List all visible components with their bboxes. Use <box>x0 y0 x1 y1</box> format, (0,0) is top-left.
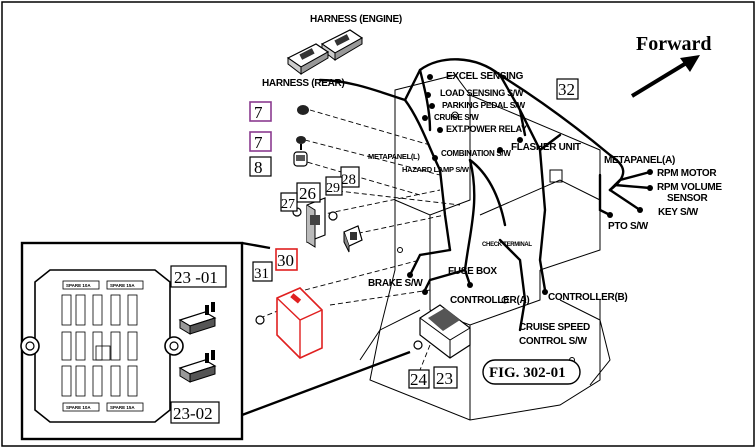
label-key-sw: KEY S/W <box>658 207 699 218</box>
callout-30: 30 <box>277 251 294 270</box>
fuse-23-02 <box>178 350 217 383</box>
engine-harness-plug <box>320 29 364 62</box>
connector-dots <box>407 74 653 295</box>
callout-26: 26 <box>299 184 316 203</box>
label-rpm-motor: RPM MOTOR <box>657 168 717 179</box>
callout-23-02: 23-02 <box>173 404 213 423</box>
label-metapanel-a: METAPANEL(A) <box>604 155 675 166</box>
label-controller-b: CONTROLLER(B) <box>548 292 627 303</box>
label-flasher-unit: FLASHER UNIT <box>511 142 581 153</box>
label-cruise-speed: CRUISE SPEED <box>519 322 590 333</box>
callout-8: 8 <box>254 158 263 177</box>
label-parking-pedal: PARKING PEDAL S/W <box>442 100 526 110</box>
fuse-23-01 <box>178 302 217 335</box>
figure-label: FIG. 302-01 <box>489 365 566 381</box>
rear-harness-plug <box>286 43 330 76</box>
label-hazard-lamp: HAZARD LAMP S/W <box>402 165 470 174</box>
label-pto-sw: PTO S/W <box>608 221 649 232</box>
callout-32: 32 <box>558 80 575 99</box>
forward-arrow-icon <box>630 55 700 98</box>
bolt-part-24 <box>413 340 423 350</box>
fuse-label-bottom-left: SPARE 10A <box>66 405 91 410</box>
callout-27: 27 <box>281 197 295 212</box>
label-metapanel-l: METAPANEL(L) <box>368 152 420 161</box>
callout-29: 29 <box>326 181 340 196</box>
wiring-harness <box>318 58 652 332</box>
label-ext-power-relay: EXT.POWER RELAY <box>446 124 527 134</box>
callout-28: 28 <box>341 172 356 188</box>
grommet-part-7 <box>297 105 309 115</box>
relay-part-26 <box>306 197 326 248</box>
screw-part-29 <box>328 211 338 221</box>
label-load-sensing: LOAD SENSING S/W <box>440 88 524 98</box>
label-control-sw: CONTROL S/W <box>519 336 587 347</box>
switch-part-8 <box>293 136 308 167</box>
label-combination-sw: COMBINATION S/W <box>441 149 511 158</box>
label-brake-sw: BRAKE S/W <box>368 278 423 289</box>
relay-part-28 <box>343 225 363 253</box>
callout-31: 31 <box>254 266 269 282</box>
controller-part-23 <box>419 304 471 359</box>
callout-boxes <box>170 78 581 424</box>
label-fuse-box: FUSE BOX <box>448 266 497 277</box>
label-controller-a: CONTROLLER(A) <box>450 295 529 306</box>
fuse-label-top-right: SPARE 15A <box>110 283 135 288</box>
callout-7-top: 7 <box>254 103 263 122</box>
label-cruise-sw: CRUISE S/W <box>434 113 479 122</box>
label-harness-engine: HARNESS (ENGINE) <box>310 14 402 25</box>
bolt-part-31 <box>255 315 265 325</box>
fuse-label-top-left: SPARE 10A <box>66 283 91 288</box>
forward-label: Forward <box>636 33 712 55</box>
chassis-frame <box>359 74 611 421</box>
callout-7-bottom: 7 <box>254 133 263 152</box>
label-check-terminal: CHECK TERMINAL <box>482 242 532 248</box>
callout-23: 23 <box>436 369 453 388</box>
callout-24: 24 <box>410 370 428 389</box>
fuse-label-bottom-right: SPARE 15A <box>110 405 135 410</box>
label-rpm-volume: RPM VOLUME <box>657 182 722 193</box>
label-harness-rear: HARNESS (REAR) <box>262 78 344 89</box>
label-excel-sensing: EXCEL SENSING <box>446 71 524 82</box>
controller-part-30 <box>276 287 323 359</box>
label-sensor: SENSOR <box>667 193 709 204</box>
callout-23-01: 23 -01 <box>174 268 218 287</box>
